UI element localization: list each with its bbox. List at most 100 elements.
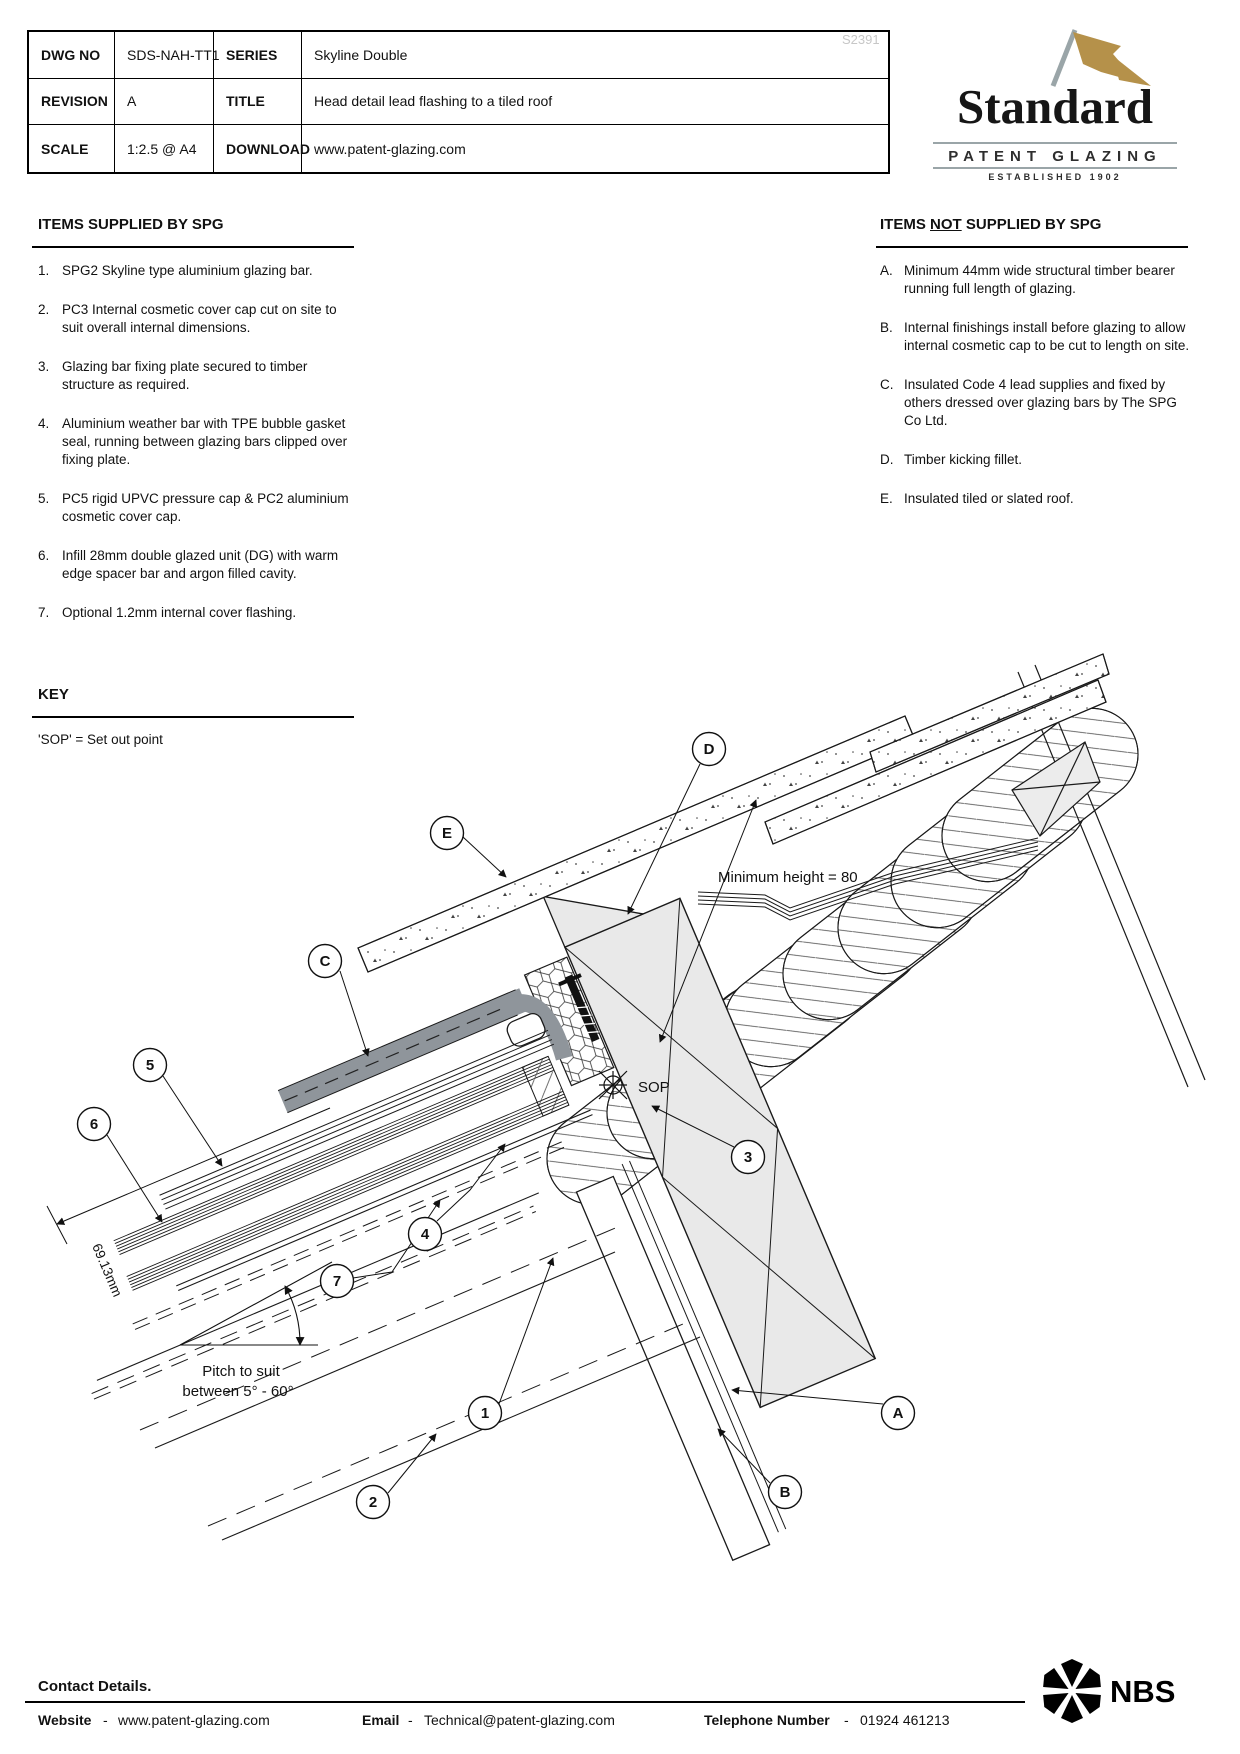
lead-flashing: [277, 988, 573, 1114]
pitch-label-1: Pitch to suit: [202, 1363, 280, 1380]
svg-text:1: 1: [481, 1405, 489, 1422]
phone-label: Telephone Number: [704, 1712, 830, 1728]
glass-pane-inner: [126, 1090, 570, 1291]
nbs-flower-icon: [1043, 1659, 1101, 1723]
logo-established: ESTABLISHED 1902: [988, 172, 1122, 182]
fixing-screw: [558, 973, 600, 1043]
svg-text:C: C: [320, 953, 331, 970]
series-value: Skyline Double: [302, 32, 888, 79]
cosmetic-cap-dashed: [91, 1205, 537, 1400]
key-heading: KEY: [38, 686, 69, 703]
scale-value: 1:2.5 @ A4: [115, 125, 214, 172]
note-item: 3.Glazing bar fixing plate secured to ti…: [38, 359, 308, 392]
pitch-label-2: between 5° - 60°: [182, 1383, 293, 1400]
svg-text:6: 6: [90, 1116, 98, 1133]
watermark-code: S2391: [842, 32, 880, 47]
glass-length-label: 69.13mm: [89, 1241, 125, 1299]
download-label: DOWNLOAD: [214, 125, 310, 172]
phone-value[interactable]: 01924 461213: [860, 1712, 950, 1728]
spacer-bar: [521, 1055, 570, 1117]
svg-text:7: 7: [333, 1273, 341, 1290]
svg-text:D: D: [704, 741, 715, 758]
title-block-table: DWG NO SDS-NAH-TT1 SERIES Skyline Double…: [27, 30, 890, 174]
internal-cover-flashing: [132, 1137, 573, 1330]
nbs-wordmark: NBS: [1110, 1674, 1176, 1709]
logo-flag-icon: [1050, 29, 1151, 87]
download-value[interactable]: www.patent-glazing.com: [314, 140, 466, 157]
balloon-1: 1: [467, 1395, 503, 1431]
note-item: C.Insulated Code 4 lead supplies and fix…: [880, 377, 1177, 428]
sop-label: SOP: [638, 1079, 670, 1096]
note-item: B.Internal finishings install before gla…: [880, 320, 1190, 353]
balloon-7: 7: [319, 1263, 355, 1299]
svg-text:3: 3: [744, 1149, 752, 1166]
cap-nose: [506, 1013, 546, 1047]
roof-section-edge-lines: [1017, 664, 1206, 1088]
note-item: 5.PC5 rigid UPVC pressure cap & PC2 alum…: [38, 491, 349, 524]
not-supplied-heading: ITEMS NOT SUPPLIED BY SPG: [880, 216, 1102, 233]
balloon-A: A: [880, 1395, 916, 1431]
glass-pane-outer: [113, 1055, 555, 1255]
website-dash: -: [103, 1712, 108, 1728]
glass-length-dimension: [46, 1107, 331, 1245]
company-logo: Standard PATENT GLAZING ESTABLISHED 1902: [905, 20, 1205, 182]
balloon-D: D: [691, 731, 727, 767]
dwg-no-label: DWG NO: [29, 32, 115, 79]
leader-lines: [106, 763, 884, 1494]
note-item: E.Insulated tiled or slated roof.: [880, 491, 1074, 506]
supplied-list: 1.SPG2 Skyline type aluminium glazing ba…: [38, 262, 356, 643]
balloon-4: 4: [407, 1216, 443, 1252]
svg-text:5: 5: [146, 1057, 154, 1074]
min-height-label: Minimum height = 80: [718, 869, 858, 886]
revision-label: REVISION: [29, 78, 115, 126]
cutback-lines: [139, 1225, 701, 1541]
title-label: TITLE: [214, 78, 302, 126]
title-value: Head detail lead flashing to a tiled roo…: [302, 79, 888, 126]
supplied-heading: ITEMS SUPPLIED BY SPG: [38, 216, 224, 233]
email-label: Email: [362, 1712, 400, 1728]
revision-value: A: [115, 78, 214, 126]
batten-section: [1011, 741, 1101, 837]
glazing-assembly: [91, 895, 877, 1562]
contact-heading: Contact Details.: [38, 1678, 152, 1695]
note-item: 1.SPG2 Skyline type aluminium glazing ba…: [38, 263, 313, 278]
note-item: D.Timber kicking fillet.: [880, 452, 1023, 467]
internal-finishings: [575, 1160, 787, 1562]
not-supplied-list: A.Minimum 44mm wide structural timber be…: [880, 262, 1192, 529]
website-label: Website: [38, 1712, 92, 1728]
note-item: A.Minimum 44mm wide structural timber be…: [880, 263, 1175, 296]
supplied-rule: [32, 246, 354, 248]
dwg-no-value: SDS-NAH-TT1: [115, 32, 220, 79]
logo-rule-bottom: [933, 167, 1177, 169]
pitch-angle: [179, 1261, 333, 1346]
note-item: 4.Aluminium weather bar with TPE bubble …: [38, 416, 348, 467]
callout-balloons: 1 2 3 4 5 6 7 A B C D E: [76, 731, 916, 1520]
logo-rule-top: [933, 142, 1177, 144]
email-value[interactable]: Technical@patent-glazing.com: [424, 1712, 615, 1728]
footer-rule: [25, 1701, 1025, 1703]
svg-text:A: A: [893, 1405, 904, 1422]
balloon-E: E: [429, 815, 465, 851]
scale-label: SCALE: [29, 125, 115, 172]
note-item: 7.Optional 1.2mm internal cover flashing…: [38, 605, 297, 620]
key-note: 'SOP' = Set out point: [38, 732, 163, 747]
pressure-cap-lines: [159, 1029, 555, 1210]
sop-marker: [598, 1070, 628, 1100]
balloon-6: 6: [76, 1106, 112, 1142]
balloon-3: 3: [730, 1139, 766, 1175]
balloon-B: B: [767, 1474, 803, 1510]
logo-subtitle: PATENT GLAZING: [948, 148, 1162, 165]
glazing-bar-lines: [176, 1109, 593, 1292]
balloon-5: 5: [132, 1047, 168, 1083]
svg-text:B: B: [780, 1484, 791, 1501]
not-supplied-rule: [876, 246, 1188, 248]
note-item: 6.Infill 28mm double glazed unit (DG) wi…: [38, 548, 339, 581]
svg-text:E: E: [442, 825, 452, 842]
website-value[interactable]: www.patent-glazing.com: [118, 1712, 270, 1728]
key-rule: [32, 716, 354, 718]
tiled-roof-strips: [357, 653, 1110, 973]
email-dash: -: [408, 1712, 413, 1728]
note-item: 2.PC3 Internal cosmetic cover cap cut on…: [38, 302, 337, 335]
